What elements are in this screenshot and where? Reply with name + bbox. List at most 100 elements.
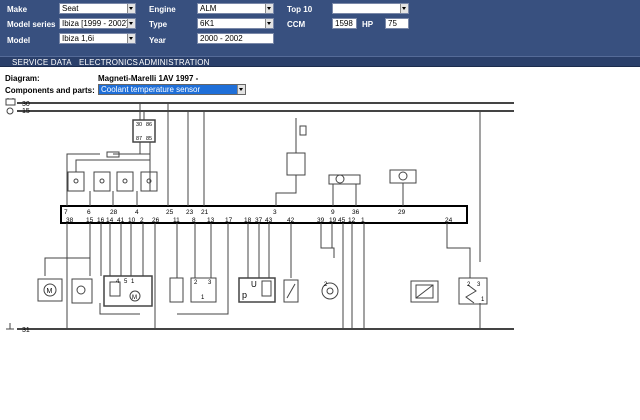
valve-pin-4: 4 [116, 279, 120, 285]
engine-select[interactable]: ALM [197, 3, 274, 14]
engine-value: ALM [200, 4, 217, 13]
fuel-pump-relay: 30 86 87 85 [132, 119, 156, 143]
top10-label: Top 10 [287, 5, 313, 14]
valve-pin-1: 1 [131, 279, 135, 285]
ecu-pins-top: 7 6 28 4 25 23 21 3 9 36 29 [64, 209, 406, 216]
speed-sensor-pin-3: 3 [208, 280, 212, 286]
chevron-down-icon [127, 19, 135, 28]
pin-bottom-19: 19 [329, 217, 337, 224]
components-label: Components and parts: [5, 86, 95, 95]
hp-field[interactable]: 75 [385, 18, 409, 29]
pin-top-7: 7 [64, 209, 68, 216]
speed-sensor: 2 1 3 [190, 277, 217, 303]
rail-30-label: 30 [22, 101, 30, 108]
nav-administration[interactable]: ADMINISTRATION [139, 58, 210, 67]
relay-pin-87: 87 [136, 136, 142, 142]
pin-bottom-12: 12 [348, 217, 356, 224]
pin-top-23: 23 [186, 209, 194, 216]
year-field[interactable]: 2000 - 2002 [197, 33, 274, 44]
chevron-down-icon [237, 85, 245, 94]
pin-bottom-41: 41 [117, 217, 125, 224]
pin-bottom-10: 10 [128, 217, 136, 224]
transformer-pin-3: 3 [477, 282, 481, 288]
injector-1 [67, 171, 85, 192]
pin-top-28: 28 [110, 209, 118, 216]
make-label: Make [7, 5, 28, 14]
ccm-label: CCM [287, 20, 306, 29]
pressure-sensor: p U [238, 277, 276, 303]
pin-top-6: 6 [87, 209, 91, 216]
top10-select[interactable] [332, 3, 409, 14]
year-label: Year [149, 36, 166, 45]
pin-bottom-15: 15 [86, 217, 94, 224]
lower-wiring [44, 223, 481, 329]
components-select[interactable]: Coolant temperature sensor [98, 84, 246, 95]
pin-bottom-37: 37 [255, 217, 263, 224]
nav-service-data[interactable]: SERVICE DATA [12, 58, 72, 67]
speed-sensor-pin-2: 2 [194, 280, 198, 286]
pin-bottom-17: 17 [225, 217, 233, 224]
pin-bottom-43: 43 [265, 217, 273, 224]
throttle-motor-label: M [132, 295, 137, 301]
relay-pin-30: 30 [136, 122, 142, 128]
ignition-transformer: 3 1 2 [458, 277, 488, 305]
warning-lamp [389, 169, 417, 184]
pin-top-21: 21 [201, 209, 209, 216]
model-select[interactable]: Ibiza 1,6i [59, 33, 136, 44]
pin-top-25: 25 [166, 209, 174, 216]
components-value: Coolant temperature sensor [101, 85, 201, 94]
pin-top-36: 36 [352, 209, 360, 216]
pin-top-9: 9 [331, 209, 335, 216]
rail-31-label: 31 [22, 327, 30, 334]
chevron-down-icon [400, 4, 408, 13]
year-value: 2000 - 2002 [200, 34, 243, 43]
ecu-connector [60, 205, 468, 224]
diagram-label: Diagram: [5, 74, 40, 83]
pin-bottom-39: 39 [317, 217, 325, 224]
battery-icon [5, 98, 16, 106]
pin-bottom-11: 11 [173, 217, 180, 224]
model-series-select[interactable]: Ibiza [1999 - 2002] [59, 18, 136, 29]
main-nav: SERVICE DATA ELECTRONICS ADMINISTRATION [0, 56, 640, 67]
coolant-temperature-gauge [286, 118, 307, 176]
relay-pin-85: 85 [146, 136, 152, 142]
pin-bottom-24: 24 [445, 217, 453, 224]
throttle-valve-unit: 4 5 1 M [103, 275, 153, 307]
pin-bottom-26: 26 [152, 217, 160, 224]
diagram-value: Magneti-Marelli 1AV 1997 - [98, 74, 199, 83]
vehicle-selection-bar: Make Seat Model series Ibiza [1999 - 200… [0, 0, 640, 56]
hp-label: HP [362, 20, 374, 29]
make-select[interactable]: Seat [59, 3, 136, 14]
injector-4 [140, 171, 158, 192]
nav-electronics[interactable]: ELECTRONICS [79, 58, 139, 67]
ignition-coil [410, 280, 439, 303]
ecu-pins-bottom: 38 15 16 14 41 10 2 26 11 8 13 17 18 37 … [66, 217, 453, 224]
model-series-value: Ibiza [1999 - 2002] [62, 19, 129, 28]
pin-top-29: 29 [398, 209, 406, 216]
wiring-diagram: 30 15 31 30 86 87 85 7 6 [5, 98, 514, 334]
chevron-down-icon [127, 34, 135, 43]
pin-bottom-18: 18 [244, 217, 252, 224]
pin-bottom-2: 2 [140, 217, 144, 224]
oxygen-sensor [71, 278, 93, 304]
transformer-pin-1: 1 [481, 297, 485, 303]
idle-motor-label: M [47, 288, 53, 295]
make-value: Seat [62, 4, 79, 13]
injector-2 [93, 171, 111, 192]
pin-bottom-16: 16 [97, 217, 105, 224]
ccm-field[interactable]: 1598 [332, 18, 357, 29]
type-select[interactable]: 6K1 [197, 18, 274, 29]
pin-top-3: 3 [273, 209, 277, 216]
relay-pin-86: 86 [146, 122, 152, 128]
chevron-down-icon [265, 19, 273, 28]
hall-sender-pin-2: 2 [324, 282, 328, 288]
chevron-down-icon [127, 4, 135, 13]
model-value: Ibiza 1,6i [62, 34, 95, 43]
speed-sensor-pin-1: 1 [201, 295, 205, 301]
model-label: Model [7, 36, 31, 45]
hp-value: 75 [388, 19, 397, 28]
injector-3 [116, 171, 134, 192]
engine-label: Engine [149, 5, 176, 14]
type-value: 6K1 [200, 19, 215, 28]
chevron-down-icon [265, 4, 273, 13]
